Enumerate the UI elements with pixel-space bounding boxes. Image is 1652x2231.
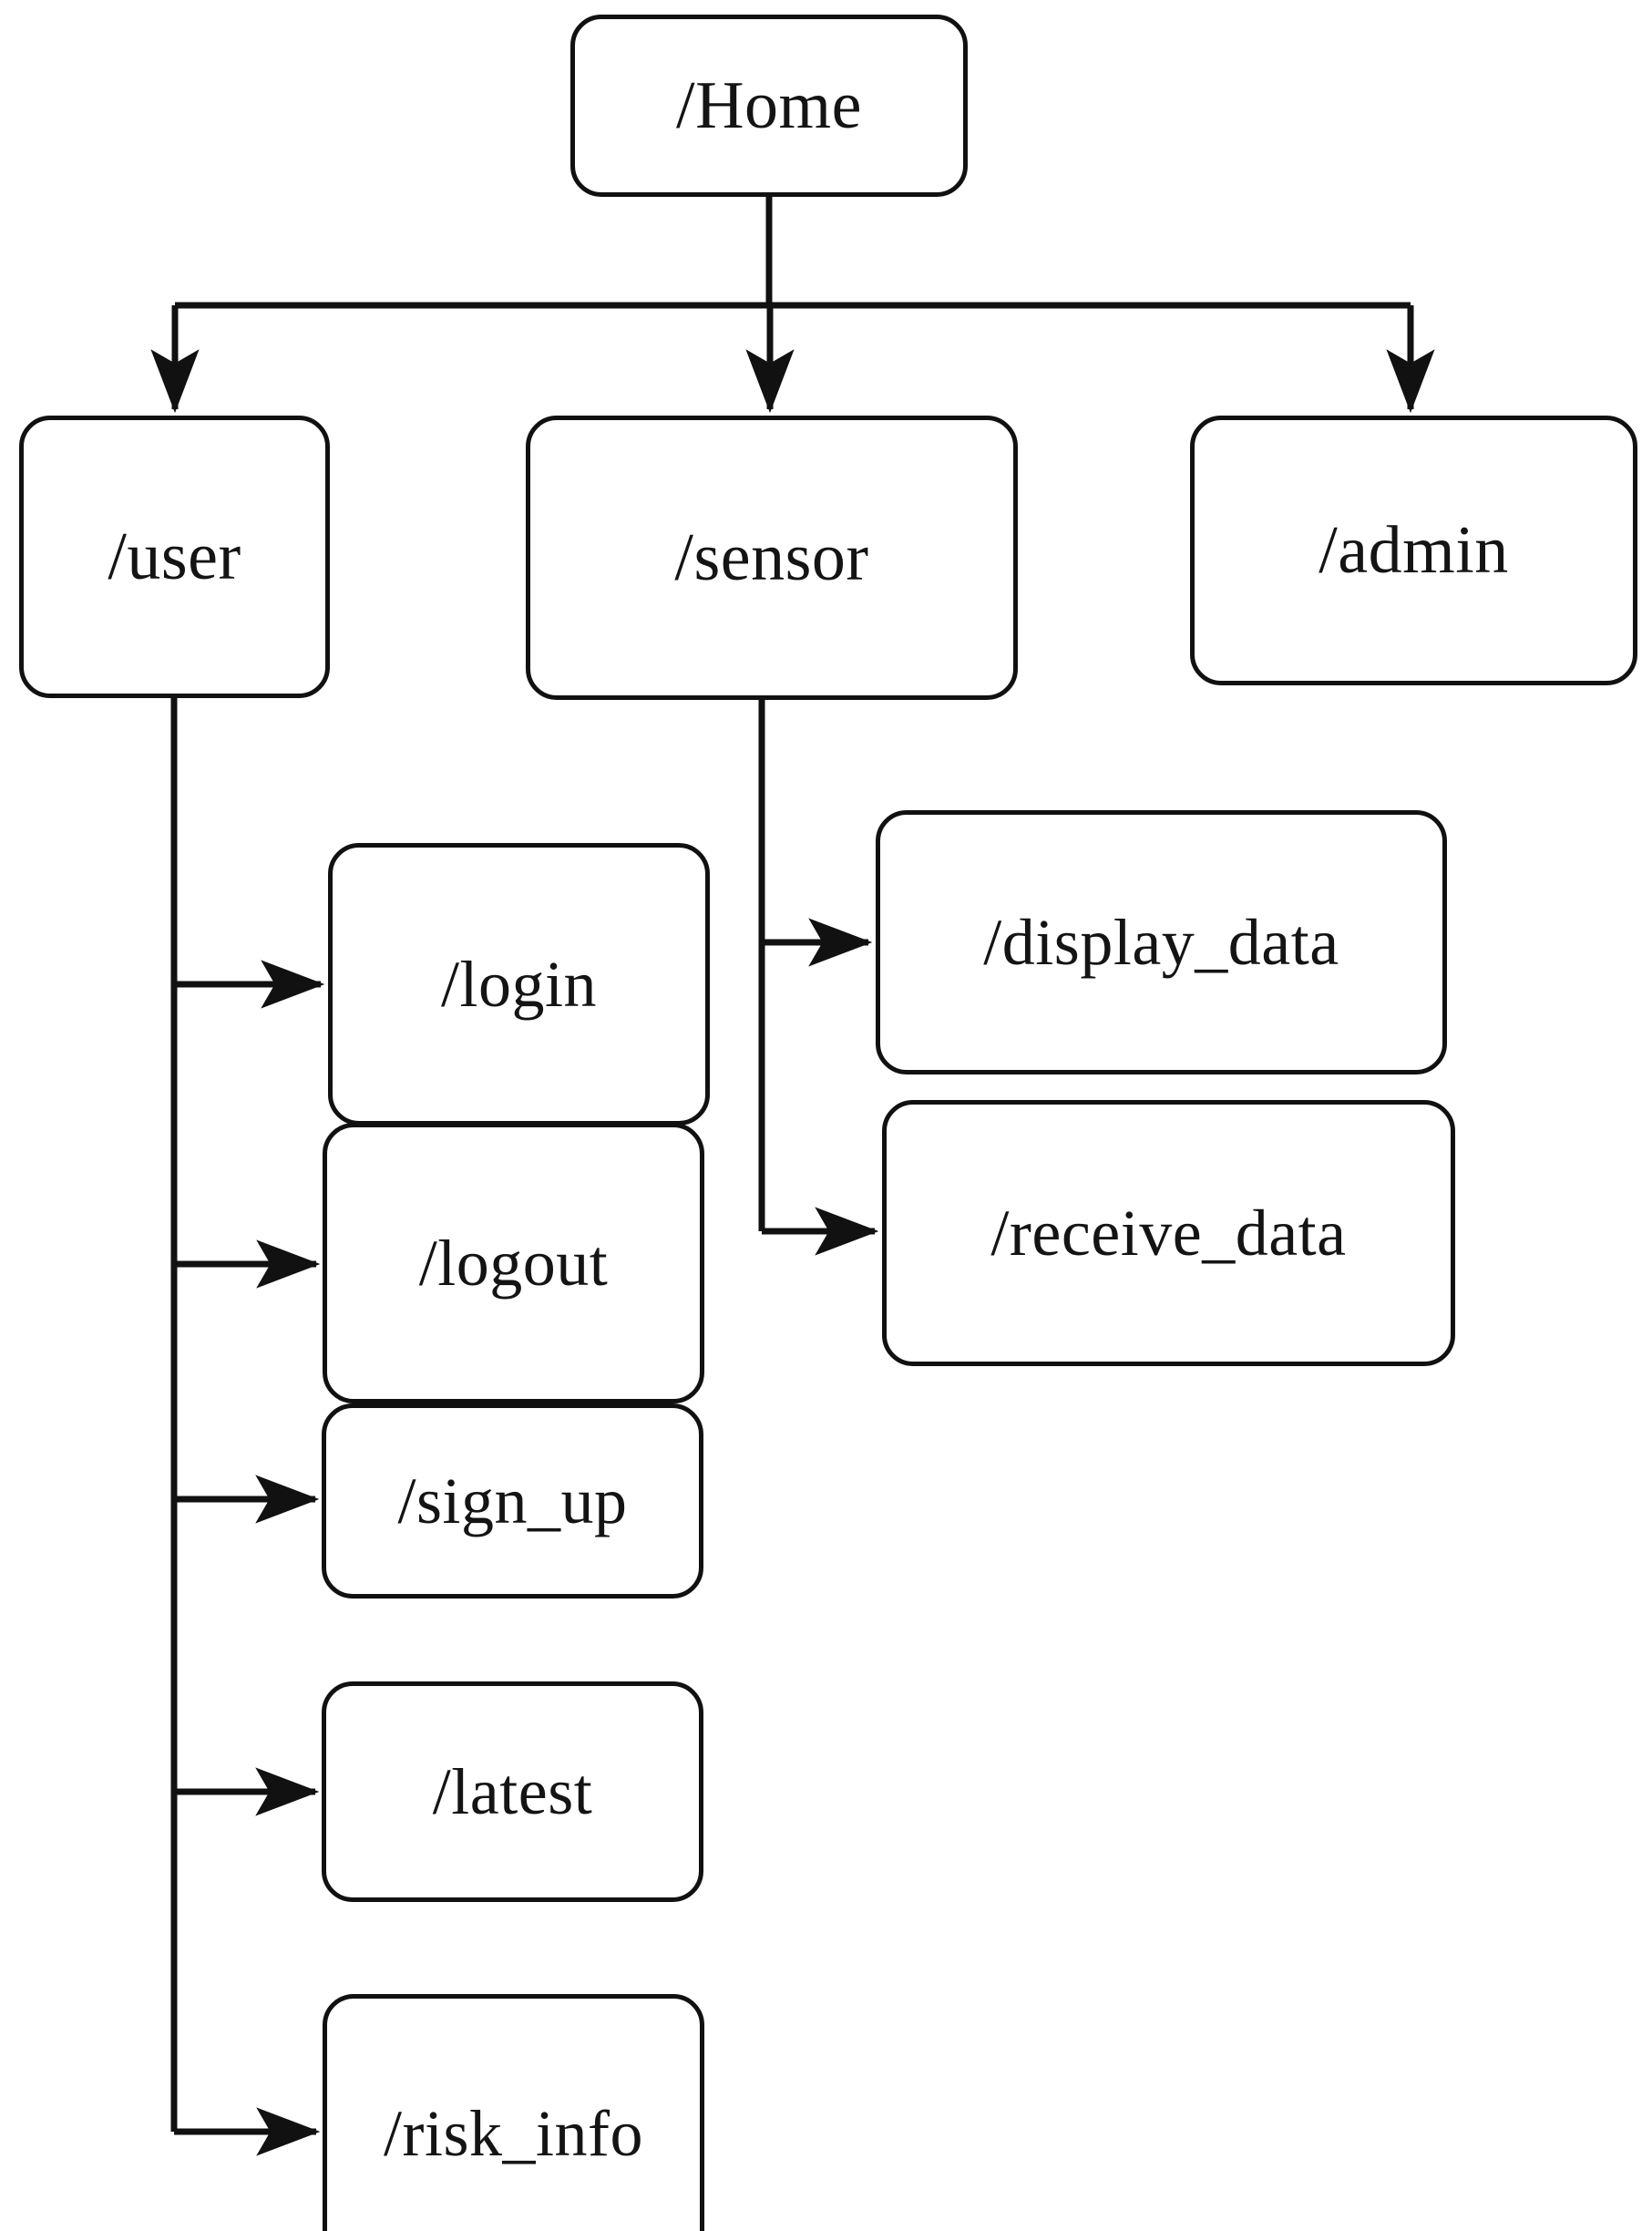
node-sign-up-label: /sign_up: [397, 1465, 628, 1537]
node-latest[interactable]: /latest: [322, 1681, 703, 1902]
node-user[interactable]: /user: [19, 416, 330, 698]
node-home-label: /Home: [676, 68, 862, 143]
node-admin-label: /admin: [1319, 513, 1509, 588]
node-logout-label: /logout: [418, 1227, 609, 1300]
node-display-data[interactable]: /display_data: [876, 810, 1447, 1074]
node-user-label: /user: [108, 519, 241, 594]
node-sensor[interactable]: /sensor: [526, 416, 1018, 700]
node-login-label: /login: [440, 948, 597, 1021]
node-admin[interactable]: /admin: [1190, 416, 1637, 685]
node-sign-up[interactable]: /sign_up: [322, 1403, 703, 1599]
node-receive-data[interactable]: /receive_data: [882, 1100, 1455, 1366]
node-risk-info-label: /risk_info: [384, 2096, 643, 2170]
node-receive-data-label: /receive_data: [990, 1197, 1347, 1270]
node-latest-label: /latest: [432, 1755, 593, 1828]
node-home[interactable]: /Home: [570, 15, 968, 197]
node-logout[interactable]: /logout: [323, 1123, 704, 1403]
node-login[interactable]: /login: [328, 843, 710, 1126]
node-display-data-label: /display_data: [983, 906, 1339, 979]
node-sensor-label: /sensor: [674, 520, 869, 595]
node-risk-info[interactable]: /risk_info: [323, 1994, 704, 2231]
